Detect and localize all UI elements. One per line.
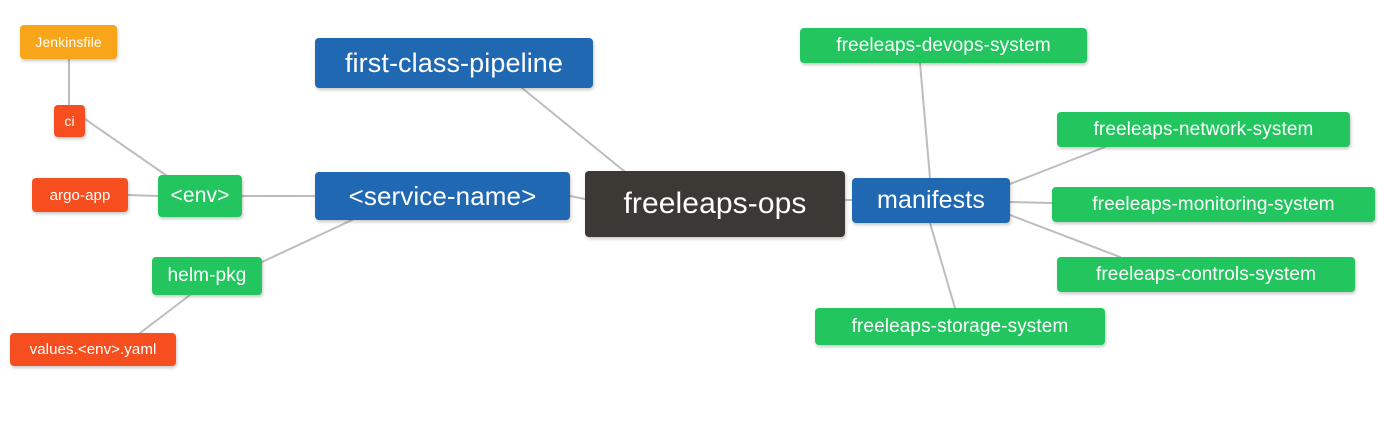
node-helm-pkg[interactable]: helm-pkg (152, 257, 262, 295)
node-jenkinsfile[interactable]: Jenkinsfile (20, 25, 117, 59)
edge-values-yaml-to-helm-pkg (139, 294, 191, 334)
edge-first-class-pipeline-to-freeleaps-ops (521, 87, 625, 172)
edge-helm-pkg-to-service-name (261, 219, 353, 263)
edge-manifests-to-freeleaps-monitoring-system (1009, 201, 1053, 204)
edge-manifests-to-freeleaps-devops-system (919, 62, 931, 179)
node-freeleaps-storage-system[interactable]: freeleaps-storage-system (815, 308, 1105, 345)
node-freeleaps-devops-system[interactable]: freeleaps-devops-system (800, 28, 1087, 63)
node-service-name[interactable]: <service-name> (315, 172, 570, 220)
edge-manifests-to-freeleaps-network-system (1009, 146, 1106, 185)
edge-ci-to-env (84, 118, 171, 179)
node-ci[interactable]: ci (54, 105, 85, 137)
node-argo-app[interactable]: argo-app (32, 178, 128, 212)
node-freeleaps-ops[interactable]: freeleaps-ops (585, 171, 845, 237)
node-freeleaps-controls-system[interactable]: freeleaps-controls-system (1057, 257, 1355, 292)
node-first-class-pipeline[interactable]: first-class-pipeline (315, 38, 593, 88)
node-freeleaps-network-system[interactable]: freeleaps-network-system (1057, 112, 1350, 147)
edge-manifests-to-freeleaps-storage-system (929, 222, 956, 309)
node-freeleaps-monitoring-system[interactable]: freeleaps-monitoring-system (1052, 187, 1375, 222)
edge-argo-app-to-env (127, 194, 159, 197)
node-env[interactable]: <env> (158, 175, 242, 217)
edge-service-name-to-freeleaps-ops (569, 195, 586, 200)
node-manifests[interactable]: manifests (852, 178, 1010, 223)
edge-manifests-to-freeleaps-controls-system (1009, 214, 1121, 258)
node-values-yaml[interactable]: values.<env>.yaml (10, 333, 176, 366)
